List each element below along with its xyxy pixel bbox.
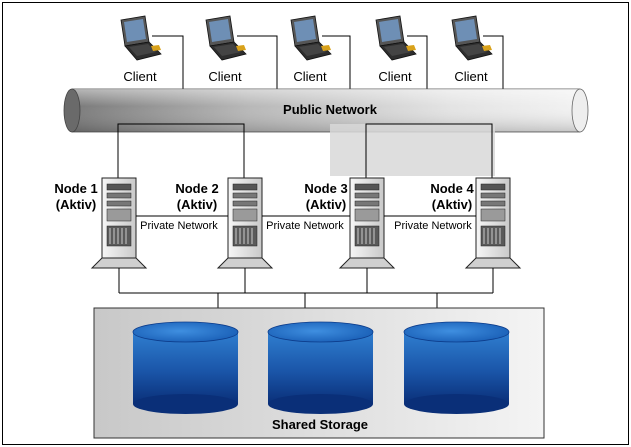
server-tower-icon <box>216 177 274 269</box>
client-5 <box>451 15 493 61</box>
disk-2 <box>267 321 374 414</box>
shared-storage: Shared Storage <box>93 307 545 439</box>
client-label-4: Client <box>378 69 412 84</box>
network-shadow-block <box>330 124 495 176</box>
private-network-label-2: Private Network <box>266 220 344 232</box>
network-pipe-icon <box>63 88 589 133</box>
node-public-connectors <box>117 123 493 178</box>
laptop-icon <box>375 15 417 61</box>
private-network-label-3: Private Network <box>394 220 472 232</box>
laptop-icon <box>120 15 162 61</box>
disk-1 <box>132 321 239 414</box>
client-4 <box>375 15 417 61</box>
public-network-label: Public Network <box>283 102 378 117</box>
laptop-icon <box>290 15 332 61</box>
node-4-server <box>464 177 522 269</box>
node-2-state: (Aktiv) <box>177 197 217 212</box>
node-4-state: (Aktiv) <box>432 197 472 212</box>
disk-3 <box>403 321 510 414</box>
public-network-pipe: Public Network <box>63 88 589 133</box>
node-group: Node 1 (Aktiv) Node 2 (Aktiv) Node 3 (Ak… <box>54 177 522 269</box>
disk-cylinder-icon <box>403 321 510 414</box>
disk-cylinder-icon <box>132 321 239 414</box>
node-1-state: (Aktiv) <box>56 197 96 212</box>
client-label-2: Client <box>208 69 242 84</box>
node-1-name: Node 1 <box>54 181 97 196</box>
server-tower-icon <box>338 177 396 269</box>
private-network-label-1: Private Network <box>140 220 218 232</box>
node-3-name: Node 3 <box>304 181 347 196</box>
client-label-5: Client <box>454 69 488 84</box>
shared-storage-label: Shared Storage <box>272 417 368 432</box>
server-tower-icon <box>464 177 522 269</box>
disk-cylinder-icon <box>267 321 374 414</box>
server-tower-icon <box>90 177 148 269</box>
client-1 <box>120 15 162 61</box>
client-label-1: Client <box>123 69 157 84</box>
node-1-server <box>90 177 148 269</box>
node-3-state: (Aktiv) <box>306 197 346 212</box>
private-network-links: Private Network Private Network Private … <box>136 215 476 232</box>
node-3-server <box>338 177 396 269</box>
client-label-3: Client <box>293 69 327 84</box>
client-connectors <box>152 35 504 98</box>
laptop-icon <box>205 15 247 61</box>
client-2 <box>205 15 247 61</box>
client-3 <box>290 15 332 61</box>
node-2-name: Node 2 <box>175 181 218 196</box>
client-group: Client Client Client Client Client <box>120 15 504 98</box>
laptop-icon <box>451 15 493 61</box>
node-4-name: Node 4 <box>430 181 474 196</box>
node-2-server <box>216 177 274 269</box>
